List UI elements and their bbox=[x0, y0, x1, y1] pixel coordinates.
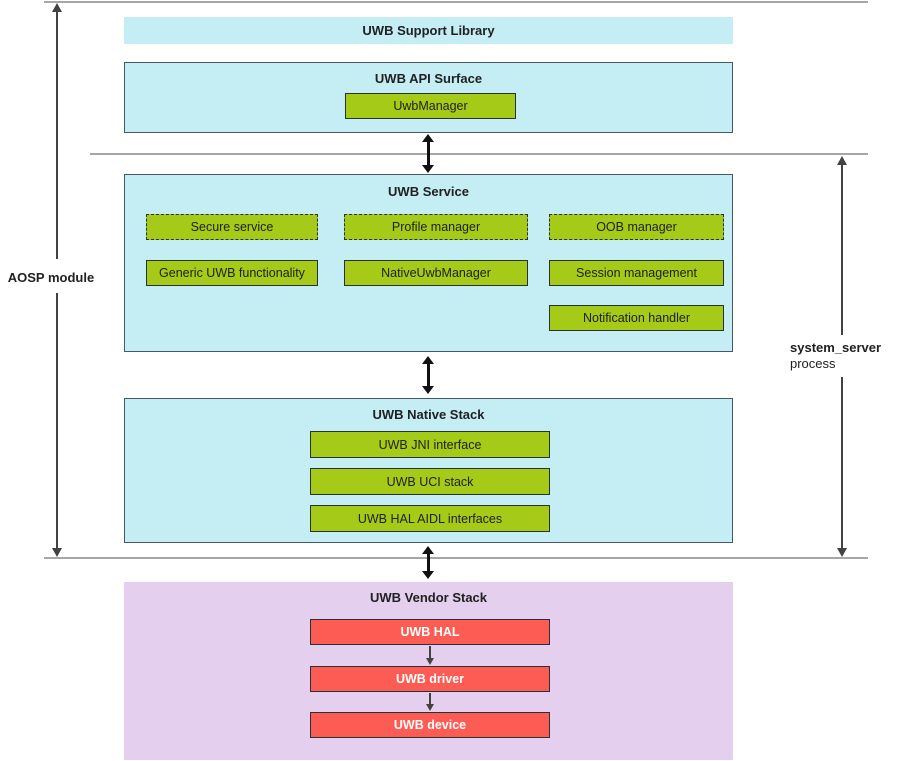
uwb-hal-aidl-interfaces-chip: UWB HAL AIDL interfaces bbox=[310, 505, 550, 532]
arrowhead-up-icon bbox=[422, 356, 434, 364]
uwb-uci-stack-chip: UWB UCI stack bbox=[310, 468, 550, 495]
arrow-shaft bbox=[426, 552, 430, 573]
uwb-device-chip: UWB device bbox=[310, 712, 550, 738]
system-server-label: system_server process bbox=[790, 340, 881, 372]
uwb-service-title: UWB Service bbox=[388, 184, 469, 199]
system-server-arrow-line-lower bbox=[841, 377, 843, 549]
uwb-jni-interface-chip: UWB JNI interface bbox=[310, 431, 550, 458]
aosp-arrow-line-lower bbox=[56, 293, 58, 548]
uwb-vendor-stack-box: UWB Vendor Stack UWB HAL UWB driver UWB … bbox=[124, 582, 733, 760]
arrowhead-down-icon bbox=[422, 386, 434, 394]
system-server-label-sub: process bbox=[790, 356, 836, 371]
uwb-support-library-title: UWB Support Library bbox=[362, 23, 495, 38]
boundary-line-bottom bbox=[44, 557, 868, 559]
aosp-arrowhead-down-icon bbox=[52, 548, 62, 557]
uwb-api-surface-box: UWB API Surface UwbManager bbox=[124, 62, 733, 133]
arrowhead-up-icon bbox=[422, 134, 434, 142]
aosp-arrowhead-up-icon bbox=[52, 3, 62, 12]
uwbmanager-chip: UwbManager bbox=[345, 93, 516, 119]
uwb-hal-chip: UWB HAL bbox=[310, 619, 550, 645]
secure-service-chip: Secure service bbox=[146, 214, 318, 240]
profile-manager-chip: Profile manager bbox=[344, 214, 528, 240]
uwb-vendor-stack-title: UWB Vendor Stack bbox=[369, 590, 488, 605]
uwb-driver-chip: UWB driver bbox=[310, 666, 550, 692]
arrowhead-down-icon bbox=[425, 704, 434, 711]
system-server-label-bold: system_server bbox=[790, 340, 882, 355]
arrowhead-down-icon bbox=[422, 165, 434, 173]
uwb-api-surface-title: UWB API Surface bbox=[374, 71, 483, 86]
notification-handler-chip: Notification handler bbox=[549, 305, 724, 331]
oob-manager-chip: OOB manager bbox=[549, 214, 724, 240]
system-server-arrowhead-down-icon bbox=[837, 548, 847, 557]
arrowhead-down-icon bbox=[422, 571, 434, 579]
arrow-shaft bbox=[426, 140, 430, 167]
arrow-shaft bbox=[429, 693, 431, 705]
boundary-line-middle bbox=[90, 153, 868, 155]
aosp-arrow-line-upper bbox=[56, 10, 58, 259]
system-server-arrowhead-up-icon bbox=[837, 156, 847, 165]
boundary-line-top bbox=[44, 1, 868, 3]
nativeuwbmanager-chip: NativeUwbManager bbox=[344, 260, 528, 286]
arrow-shaft bbox=[426, 362, 430, 388]
arrowhead-down-icon bbox=[425, 658, 434, 665]
arrowhead-up-icon bbox=[422, 546, 434, 554]
arrow-shaft bbox=[429, 646, 431, 659]
uwb-support-library-box: UWB Support Library bbox=[124, 17, 733, 44]
generic-uwb-functionality-chip: Generic UWB functionality bbox=[146, 260, 318, 286]
uwb-native-stack-title: UWB Native Stack bbox=[372, 407, 485, 422]
session-management-chip: Session management bbox=[549, 260, 724, 286]
system-server-arrow-line-upper bbox=[841, 163, 843, 335]
aosp-module-label: AOSP module bbox=[7, 270, 95, 285]
uwb-service-box: UWB Service Secure service Profile manag… bbox=[124, 174, 733, 352]
uwb-native-stack-box: UWB Native Stack UWB JNI interface UWB U… bbox=[124, 398, 733, 543]
